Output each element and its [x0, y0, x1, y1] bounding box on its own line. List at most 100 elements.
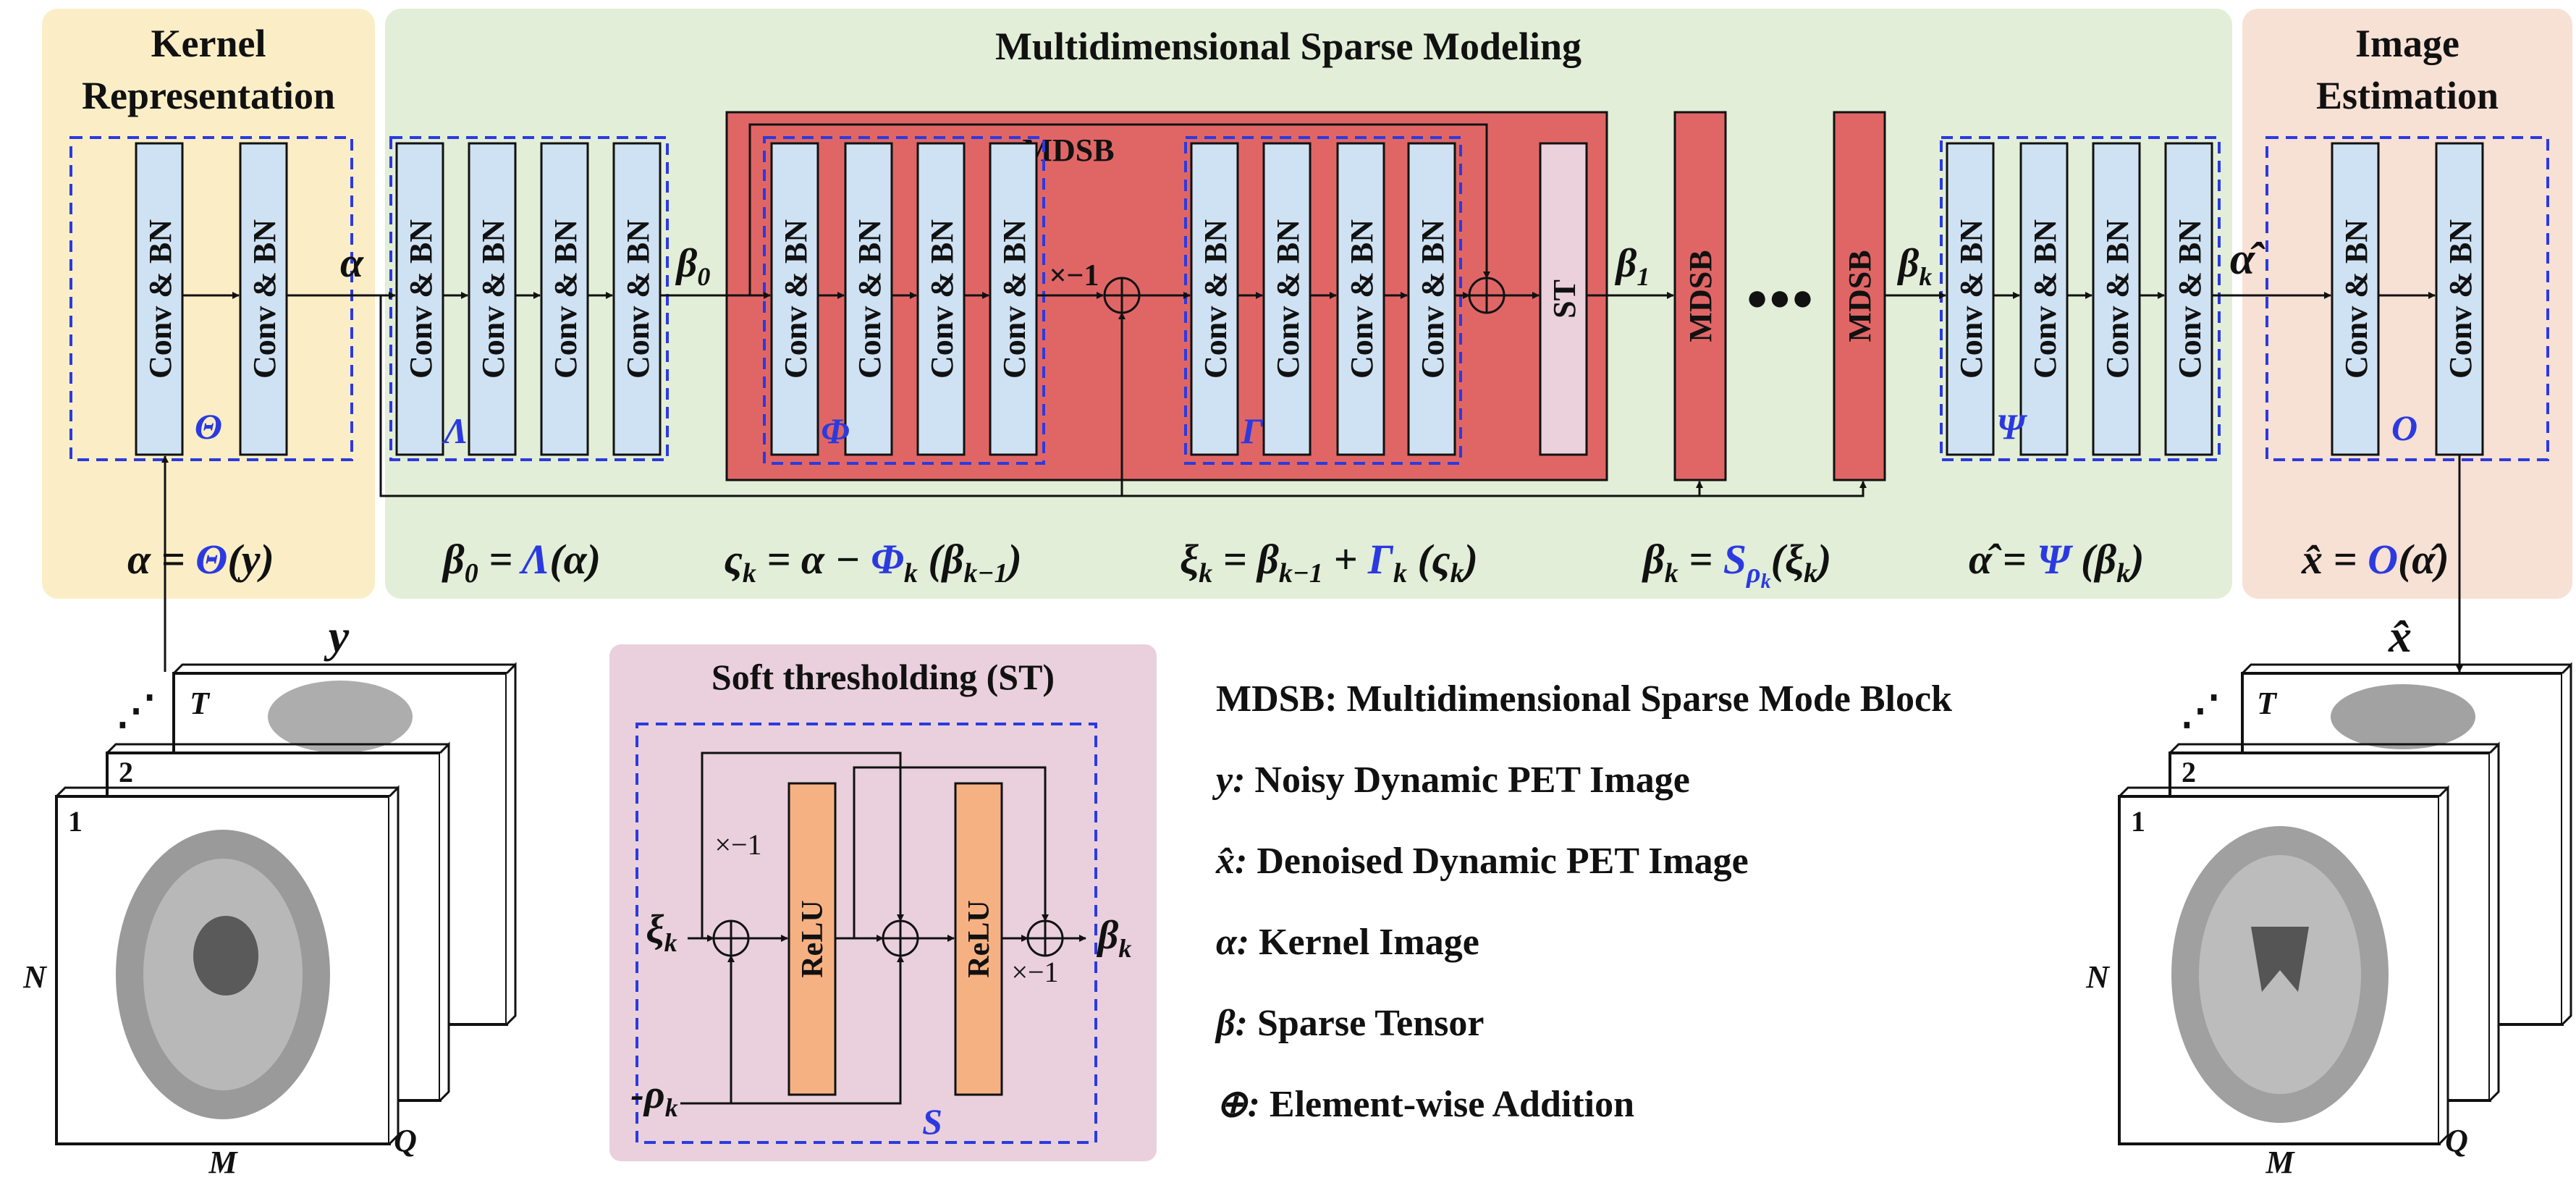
svg-text:Conv & BN: Conv & BN: [2443, 219, 2478, 379]
N-label-left: N: [22, 959, 48, 995]
s-label: S: [922, 1101, 942, 1142]
gamma-module-box: [1184, 136, 1462, 465]
s-module-box: [635, 723, 1097, 1144]
legend-key: ⊕:: [1216, 1084, 1270, 1125]
lambda-conv-3: Conv & BN: [540, 142, 589, 456]
gamma-label: Γ: [1241, 411, 1264, 451]
svg-text:Conv & BN: Conv & BN: [143, 219, 178, 379]
svg-text:Conv & BN: Conv & BN: [403, 219, 439, 379]
equation-7: x̂ = O(α̂): [2301, 536, 2449, 583]
M-label-left: M: [208, 1145, 238, 1180]
st-panel-title: Soft thresholding (ST): [711, 657, 1055, 697]
st-adder-3: [1026, 919, 1064, 957]
beta0-label: β0: [675, 241, 711, 291]
minus-one-label-1: ×−1: [1050, 259, 1099, 292]
frame-1: 1: [55, 785, 400, 1145]
legend-key: α:: [1216, 922, 1259, 963]
M-label-right: M: [2265, 1145, 2295, 1180]
adder-1: [1103, 277, 1141, 314]
psi-conv-4: Conv & BN: [2164, 142, 2213, 456]
svg-text:Conv & BN: Conv & BN: [1344, 219, 1380, 379]
psi-conv-1: Conv & BN: [1946, 142, 1995, 456]
st-adder-1: [712, 919, 750, 957]
lambda-conv-2: Conv & BN: [468, 142, 517, 456]
equation-row: α = Θ(y) β0 = Λ(α) ςk = α − Φk (βk−1) ξk…: [127, 536, 2449, 593]
mdsb-ellipsis: ●●●: [1746, 277, 1814, 319]
o-conv-1: Conv & BN: [2331, 142, 2380, 456]
noisy-image-stack: y T 2 1 ⋰ N M Q: [22, 610, 517, 1180]
equation-6: α̂ = Ψ (βk): [1969, 536, 2144, 589]
rho-input-label: -ρk: [630, 1072, 678, 1122]
alpha-label: α: [340, 239, 364, 286]
svg-text:Conv & BN: Conv & BN: [2100, 219, 2135, 379]
legend-item: MDSB: Multidimensional Sparse Mode Block: [1216, 678, 1952, 720]
Q-label-left: Q: [394, 1123, 417, 1158]
gamma-conv-1: Conv & BN: [1190, 142, 1239, 456]
equation-2: β0 = Λ(α): [442, 536, 601, 589]
o-label: O: [2391, 408, 2417, 448]
legend-key: MDSB:: [1216, 678, 1347, 720]
svg-text:MDSB: MDSB: [1842, 250, 1878, 342]
kernel-section-bg: [42, 9, 375, 599]
svg-text:Conv & BN: Conv & BN: [778, 219, 814, 379]
adder-2: [1468, 277, 1506, 314]
legend: MDSB: Multidimensional Sparse Mode Block…: [1212, 678, 1952, 1125]
phi-label: Φ: [821, 411, 849, 451]
x-hat-label: x̂: [2388, 610, 2412, 662]
y-label: y: [324, 610, 350, 662]
svg-text:1: 1: [2131, 805, 2145, 838]
lambda-conv-4: Conv & BN: [612, 142, 662, 456]
denoised-image-stack: x̂ T 2 1 ⋰ N M Q: [2085, 610, 2572, 1180]
svg-text:Conv & BN: Conv & BN: [924, 219, 960, 379]
svg-text:T: T: [190, 686, 211, 721]
lambda-conv-1: Conv & BN: [395, 142, 444, 456]
svg-text:Conv & BN: Conv & BN: [2339, 219, 2374, 379]
main-flow-arrows: [161, 123, 2463, 673]
svg-text:T: T: [2257, 686, 2278, 721]
mdsb-block-2: MDSB: [1673, 111, 1727, 481]
sparse-title: Multidimensional Sparse Modeling: [995, 25, 1582, 68]
N-label-right: N: [2085, 959, 2111, 995]
svg-text:Conv & BN: Conv & BN: [548, 219, 583, 379]
svg-text:Conv & BN: Conv & BN: [2172, 219, 2208, 379]
xi-input-label: ξk: [646, 907, 677, 957]
image-title-line1: Image: [2355, 22, 2459, 65]
st-block: ST: [1539, 142, 1588, 456]
psi-label: Ψ: [1996, 406, 2028, 447]
theta-label: Θ: [195, 406, 222, 447]
legend-item: α: Kernel Image: [1216, 922, 1479, 963]
svg-text:Conv & BN: Conv & BN: [476, 219, 511, 379]
gamma-conv-3: Conv & BN: [1336, 142, 1385, 456]
equation-4: ξk = βk−1 + Γk (ςk): [1180, 536, 1478, 589]
legend-text: Multidimensional Sparse Mode Block: [1347, 678, 1952, 720]
soft-threshold-panel: Soft thresholding (ST) ReLU ReLU ξk: [609, 644, 1157, 1161]
betak-label: βk: [1897, 241, 1933, 291]
legend-text: Kernel Image: [1259, 922, 1479, 963]
legend-item: y: Noisy Dynamic PET Image: [1212, 759, 1690, 801]
dots-right: ⋰: [2180, 689, 2221, 733]
gamma-conv-4: Conv & BN: [1407, 142, 1456, 456]
legend-text: Element-wise Addition: [1270, 1084, 1634, 1125]
mdsb-block-k: MDSB: [1833, 111, 1886, 481]
svg-text:2: 2: [119, 756, 133, 788]
o-module-box: [2265, 136, 2549, 461]
svg-text:ST: ST: [1547, 279, 1582, 319]
minus-one-label-st-1: ×−1: [714, 828, 761, 861]
theta-module-box: [69, 136, 353, 461]
legend-key: y:: [1212, 759, 1254, 801]
svg-text:2: 2: [2182, 756, 2196, 788]
gamma-conv-2: Conv & BN: [1262, 142, 1312, 456]
psi-conv-2: Conv & BN: [2019, 142, 2069, 456]
svg-text:Conv & BN: Conv & BN: [997, 219, 1032, 379]
legend-text: Denoised Dynamic PET Image: [1257, 841, 1748, 882]
svg-text:1: 1: [68, 805, 83, 838]
legend-item: ⊕: Element-wise Addition: [1216, 1084, 1634, 1125]
svg-text:Conv & BN: Conv & BN: [620, 219, 656, 379]
psi-conv-3: Conv & BN: [2092, 142, 2141, 456]
kernel-title-line2: Representation: [82, 74, 335, 117]
o-conv-2: Conv & BN: [2435, 142, 2484, 456]
theta-conv-1: Conv & BN: [135, 142, 184, 456]
svg-text:MDSB: MDSB: [1683, 250, 1718, 342]
